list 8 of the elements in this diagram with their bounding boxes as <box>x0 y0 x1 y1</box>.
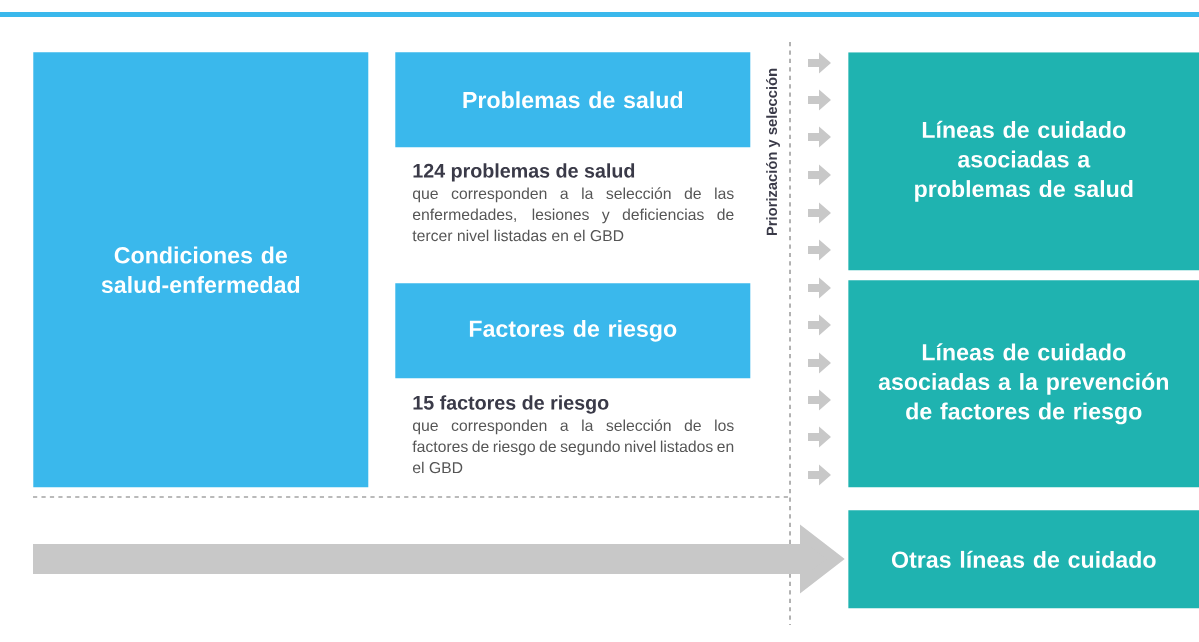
caption-heading: 15 factores de riesgo <box>413 395 609 414</box>
category-box: Factores de riesgo <box>395 283 751 379</box>
caption-text: que corresponden a la selección de las enfermedades, lesiones y deficiencias de tercer nivel listadas en el GBD <box>412 187 734 242</box>
caption-heading: 124 problemas de salud <box>413 163 635 182</box>
category-box: Condiciones de salud-enfermedad <box>33 52 369 488</box>
caption-text: que corresponden a la selección de los factores de riesgo de segundo nivel listados en el GBD <box>412 419 734 474</box>
vertical-label: Priorización y selección <box>766 68 780 236</box>
category-box: Problemas de salud <box>395 52 751 148</box>
